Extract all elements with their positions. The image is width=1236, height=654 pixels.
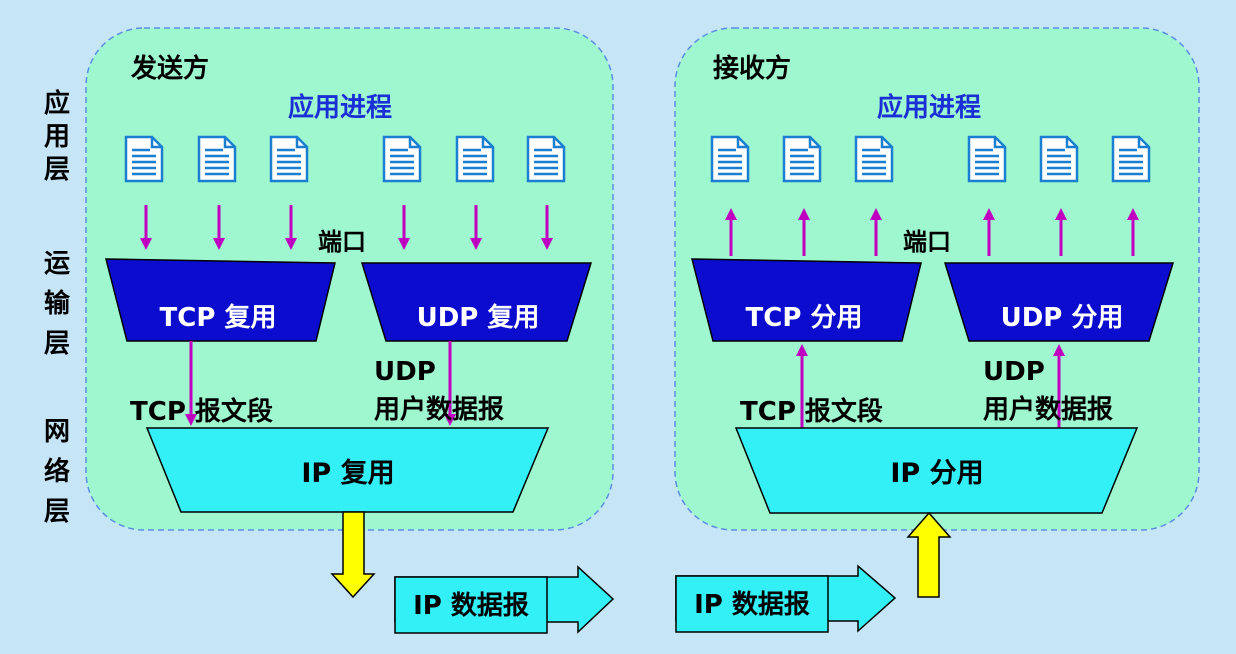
receiver-tcp-segment-label: TCP 报文段 [740, 396, 883, 427]
sender-tcp-mux-label: TCP 复用 [160, 303, 277, 333]
receiver-process-document-icon-4 [967, 135, 1007, 183]
datagram-label-2: IP 数据报 [694, 589, 810, 620]
sender-tcp-mux-box [105, 258, 336, 342]
sender-output-arrow [330, 511, 376, 599]
svg-text:输: 输 [44, 288, 71, 319]
receiver-process-document-icon-2 [782, 135, 822, 183]
sender-port-label: 端口 [318, 228, 366, 256]
sender-down-arrows [185, 341, 456, 426]
receiver-ip-demux-label: IP 分用 [890, 458, 983, 489]
receiver-process-document-icon-1 [710, 135, 750, 183]
receiver-app-process-label: 应用进程 [877, 92, 981, 123]
svg-text:络: 络 [44, 456, 70, 487]
sender-process-document-icon-2 [197, 135, 237, 183]
sender-udp-datagram-label: 用户数据报 [374, 394, 504, 425]
sender-tcp-segment-label: TCP 报文段 [130, 396, 273, 427]
svg-text:层: 层 [44, 155, 70, 185]
sender-process-document-icon-5 [455, 135, 495, 183]
svg-text:用: 用 [44, 122, 70, 152]
svg-text:层: 层 [44, 497, 70, 527]
receiver-tcp-demux-box [691, 258, 922, 342]
sender-ip-mux-label: IP 复用 [301, 458, 394, 489]
layer-label-transport: 运 输 层 [44, 249, 71, 359]
receiver-ip-demux-box [734, 427, 1139, 514]
receiver-udp-demux-box [943, 262, 1175, 342]
svg-text:层: 层 [44, 329, 70, 359]
receiver-process-document-icon-5 [1039, 135, 1079, 183]
sender-udp-mux-box [360, 262, 593, 342]
receiver-title: 接收方 [713, 53, 791, 84]
sender-app-process-label: 应用进程 [288, 92, 392, 123]
sender-process-document-icon-1 [124, 135, 164, 183]
datagram-label-1: IP 数据报 [413, 590, 529, 621]
layer-label-application: 应 用 层 [44, 88, 70, 185]
receiver-udp-label: UDP [983, 357, 1045, 387]
sender-udp-mux-label: UDP 复用 [417, 303, 540, 333]
datagram-box-2 [675, 575, 829, 633]
sender-port-arrows [140, 205, 553, 250]
sender-udp-label: UDP [374, 357, 436, 387]
receiver-udp-datagram-label: 用户数据报 [983, 394, 1113, 425]
sender-process-document-icon-3 [269, 135, 309, 183]
receiver-port-label: 端口 [903, 228, 951, 256]
receiver-udp-demux-label: UDP 分用 [1001, 303, 1124, 333]
sender-ip-mux-box [145, 427, 550, 513]
receiver-process-document-icon-3 [854, 135, 894, 183]
svg-text:运: 运 [44, 249, 70, 279]
layer-label-network: 网 络 层 [44, 417, 70, 527]
datagram-box-1 [394, 576, 548, 634]
svg-text:网: 网 [44, 417, 70, 447]
receiver-process-document-icon-6 [1111, 135, 1151, 183]
svg-text:应: 应 [44, 88, 70, 119]
receiver-input-arrow [906, 511, 952, 598]
sender-title: 发送方 [130, 53, 209, 84]
sender-process-document-icon-6 [526, 135, 566, 183]
receiver-port-arrows [725, 208, 1139, 256]
sender-process-document-icon-4 [382, 135, 422, 183]
receiver-tcp-demux-label: TCP 分用 [746, 303, 863, 333]
receiver-up-arrows [796, 344, 1065, 428]
